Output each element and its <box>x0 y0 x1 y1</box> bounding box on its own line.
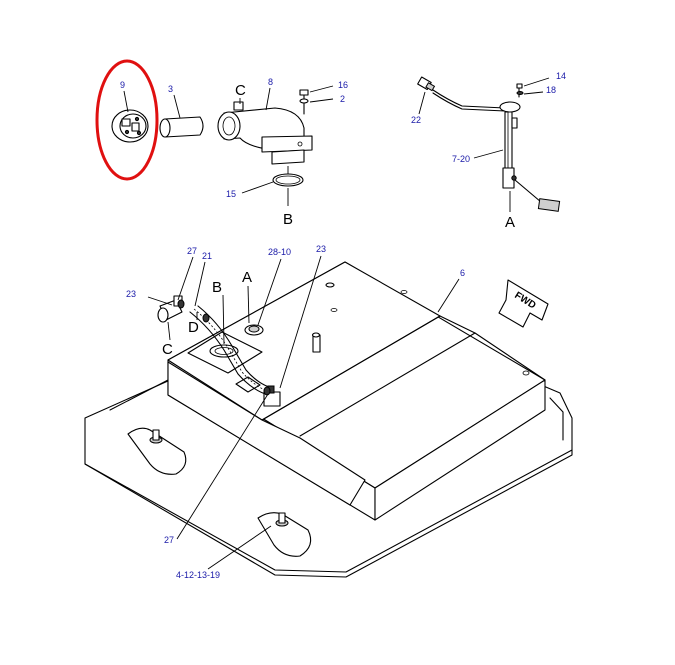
callout-18: 18 <box>546 85 556 95</box>
fwd-direction-arrow: FWD <box>498 279 549 328</box>
fuel-sender-cap-part-9[interactable] <box>111 109 149 143</box>
callout-4-12-13-19: 4-12-13-19 <box>176 570 220 580</box>
washer-part-2[interactable] <box>299 98 309 104</box>
callout-23-left: 23 <box>126 289 136 299</box>
bolt-part-16[interactable] <box>299 89 309 115</box>
callout-9: 9 <box>120 80 125 90</box>
view-label-c-top: C <box>235 82 246 99</box>
hose-part-3[interactable] <box>159 116 204 138</box>
callout-16: 16 <box>338 80 348 90</box>
fuel-tank-part-6[interactable] <box>84 261 573 578</box>
sender-wire <box>432 89 506 109</box>
callout-21: 21 <box>202 251 212 261</box>
clamp-part-27[interactable] <box>177 299 210 323</box>
callout-7-20: 7-20 <box>452 154 470 164</box>
callout-22: 22 <box>411 115 421 125</box>
elbow-part-8[interactable] <box>217 101 313 165</box>
callout-28-10: 28-10 <box>268 247 291 257</box>
view-label-a-top: A <box>505 214 515 231</box>
callout-23-right: 23 <box>316 244 326 254</box>
o-ring-part-15[interactable] <box>272 173 304 187</box>
clamp-part-27[interactable] <box>263 386 271 396</box>
callout-2: 2 <box>340 94 345 104</box>
callout-8: 8 <box>268 77 273 87</box>
highlight-circle <box>95 59 159 181</box>
washer-part-18[interactable] <box>516 91 524 95</box>
view-label-d-main: D <box>188 319 199 336</box>
callout-27-bottom: 27 <box>164 535 174 545</box>
callout-14: 14 <box>556 71 566 81</box>
tank-fitting-part-23[interactable] <box>263 385 281 407</box>
mount-pad-left-part-4-12-13-19[interactable] <box>127 427 187 475</box>
callout-3: 3 <box>168 84 173 94</box>
mount-pad-right-part-4-12-13-19[interactable] <box>257 512 312 557</box>
view-label-c-main: C <box>162 341 173 358</box>
callout-6: 6 <box>460 268 465 278</box>
callout-27-top: 27 <box>187 246 197 256</box>
connector-part-22[interactable] <box>417 76 436 92</box>
screw-part-14[interactable] <box>516 83 523 98</box>
view-label-b-top: B <box>283 211 293 228</box>
view-label-b-main: B <box>212 279 222 296</box>
fuel-level-sender-part-7-20[interactable] <box>499 101 561 212</box>
view-label-a-main: A <box>242 269 252 286</box>
callout-15: 15 <box>226 189 236 199</box>
